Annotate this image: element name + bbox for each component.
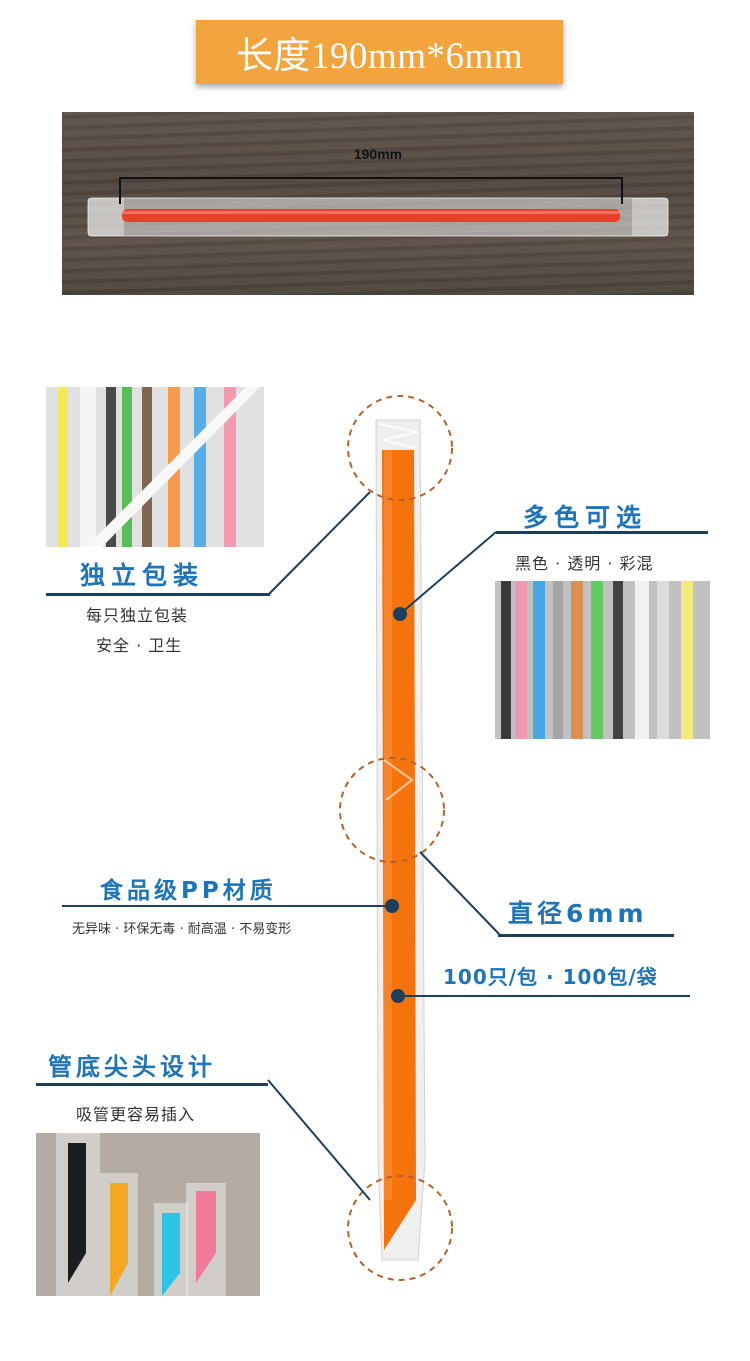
colors-photo-drawing (495, 581, 710, 739)
title-text: 长度190mm*6mm (235, 36, 524, 77)
length-photo-drawing (87, 177, 669, 237)
diameter-title: 直径6mm (508, 899, 648, 928)
colors-title: 多色可选 (523, 503, 648, 532)
tip-photo (36, 1133, 260, 1296)
packaging-line2: 安全 · 卫生 (96, 636, 183, 655)
packaging-photo (46, 387, 264, 547)
material-line1: 无异味 · 环保无毒 · 耐高温 · 不易变形 (72, 922, 292, 937)
measure-label: 190mm (353, 146, 403, 162)
tip-rule (36, 1083, 268, 1086)
colors-rule (496, 531, 708, 534)
packaging-line1: 每只独立包装 (86, 606, 189, 625)
colors-line1: 黑色 · 透明 · 彩混 (515, 554, 654, 573)
material-title: 食品级PP材质 (100, 878, 277, 904)
title-banner: 长度190mm*6mm (196, 20, 563, 84)
colors-photo (495, 581, 710, 739)
diameter-line1: 100只/包 · 100包/袋 (443, 965, 658, 989)
straw-diagram (62, 395, 690, 1281)
tip-photo-drawing (36, 1133, 260, 1296)
packaging-rule (46, 593, 270, 596)
length-photo: 190mm (62, 112, 694, 295)
tip-line1: 吸管更容易插入 (76, 1105, 196, 1124)
packaging-photo-drawing (46, 387, 264, 547)
diameter-rule (498, 934, 674, 937)
packaging-title: 独立包装 (80, 561, 205, 590)
tip-title: 管底尖头设计 (48, 1053, 216, 1081)
